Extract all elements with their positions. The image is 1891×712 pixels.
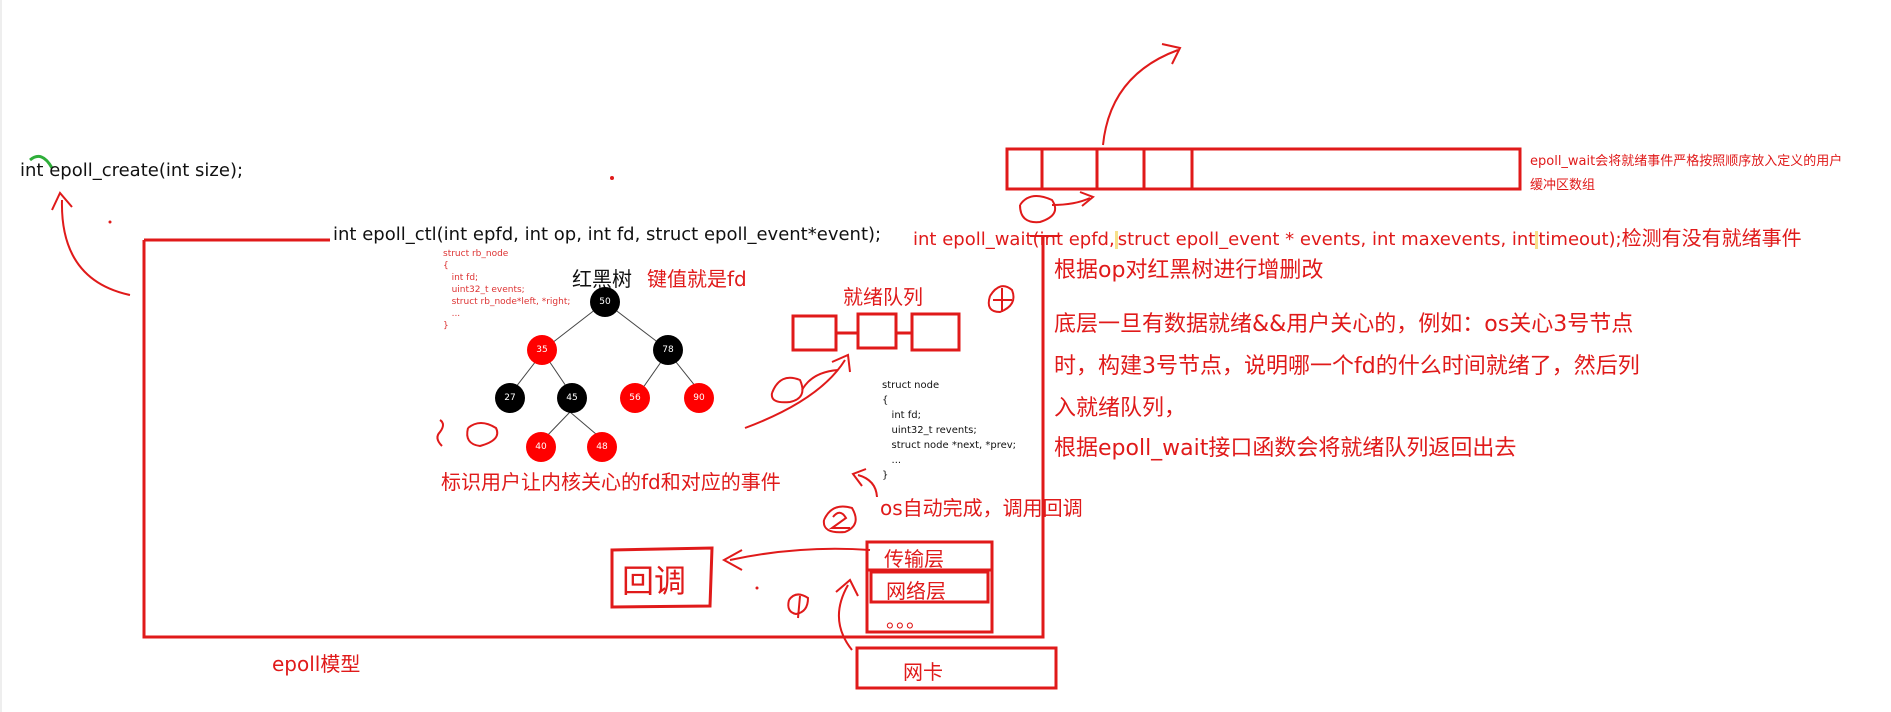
rbtree-node-black: 45 [557,383,587,413]
rbtree-node-red: 35 [527,335,557,365]
epoll-model-box [142,236,1045,639]
ready-note-line3: 入就绪队列， [1054,396,1187,421]
epoll-ctl-signature: int epoll_ctl(int epfd, int op, int fd, … [333,224,882,245]
epoll-wait-part2: struct epoll_event * events, int maxeven… [1117,229,1536,250]
circle-step-3 [770,376,804,404]
rbtree-node-red: 56 [620,383,650,413]
node-struct-line: { [882,395,889,406]
ready-queue-node [856,312,898,350]
rbnode-struct: struct rb_node { int fd; uint32_t events… [443,248,570,332]
nic-box [855,646,1058,690]
arrow-step5 [1051,197,1091,206]
digit-1 [797,595,801,619]
network-layer-box [869,570,990,604]
epoll-wait-part3: timeout); [1538,229,1622,250]
rbnode-struct-line: struct rb_node [443,249,509,259]
rbnode-struct-line: struct rb_node*left, *right; [443,297,571,307]
rbnode-struct-line: { [443,261,449,271]
rbtree-node-red: 48 [587,432,617,462]
protocol-stack-box [865,540,994,634]
arrow-os-up [857,474,878,498]
ink-dot [610,176,614,180]
epoll-wait-note: 检测有没有就绪事件 [1621,226,1802,250]
epoll-model-label: epoll模型 [272,652,361,676]
arrow-stack-to-callback [729,547,871,561]
network-layer-label: 网络层 [886,579,946,603]
ink-dot [755,586,759,590]
highlight-mark [1114,231,1118,249]
callback-box [610,546,714,609]
arrow-head-step5 [1079,191,1095,207]
circle-mark [466,422,499,448]
epoll-create-signature: int epoll_create(int size); [20,160,244,181]
highlight-mark [1535,231,1539,249]
plus-mark [993,288,1012,312]
arrow-model-to-create [60,199,131,296]
arrow-head-create [51,191,73,211]
green-tick-mark [29,154,54,169]
rbtree-node-red: 40 [526,432,556,462]
rbtree-key-note: 键值就是fd [647,267,747,291]
op-rbtree-note: 根据op对红黑树进行增删改 [1054,258,1324,283]
user-buffer-note-line1: epoll_wait会将就绪事件严格按照顺序放入定义的用户 [1530,154,1843,169]
transport-layer-label: 传输层 [884,547,944,571]
rbnode-struct-line: } [443,321,449,331]
circle-step-5 [1019,195,1056,224]
rbnode-struct-line: uint32_t events; [443,285,525,295]
user-buffer-note-line2: 缓冲区数组 [1530,178,1596,193]
epoll-wait-part1: int epoll_wait(int epfd, [913,229,1115,250]
ready-queue-node [791,314,838,352]
squiggle-mark [436,419,444,447]
ready-node-struct: struct node { int fd; uint32_t revents; … [882,378,1016,483]
node-struct-line: ... [882,455,902,466]
stack-ellipsis: 。。。 [886,608,926,632]
user-buffer-array [1005,147,1522,191]
circle-step-4 [987,285,1015,314]
node-struct-line: } [882,470,889,481]
ready-queue-node [910,312,961,352]
node-struct-line: uint32_t revents; [882,425,977,436]
rbtree-node-black: 78 [653,335,683,365]
nic-label: 网卡 [903,660,943,684]
callback-label: 回调 [622,562,687,600]
arrow-head-callback [721,549,743,571]
arrow-array-up [1102,49,1179,146]
rbtree-caption: 标识用户让内核关心的fd和对应的事件 [441,470,781,494]
digit-2 [828,511,850,529]
return-queue-note: 根据epoll_wait接口函数会将就绪队列返回出去 [1054,436,1517,461]
arrow-head-nic [835,578,859,597]
node-struct-line: struct node [882,380,940,391]
arrow-head-up [1161,43,1182,65]
circle-step-2 [822,505,857,534]
node-struct-line: int fd; [882,410,921,421]
ready-note-line1: 底层一旦有数据就绪&&用户关心的，例如：os关心3号节点 [1054,312,1634,337]
arrow-head-queue [831,353,851,373]
epoll-wait-signature: int epoll_wait(int epfd,struct epoll_eve… [913,222,1802,251]
circle-step-1 [787,593,810,616]
arrow-nic-up [837,584,853,651]
ink-dot [108,220,112,224]
rbtree-node-black: 50 [590,287,620,317]
node-struct-line: struct node *next, *prev; [882,440,1017,451]
rbtree-node-red: 90 [684,383,714,413]
arrow-head-os [851,468,867,487]
arrow-tree-to-queue [744,359,846,429]
os-callback-note: os自动完成，调用回调 [880,496,1083,520]
rbnode-struct-line: ... [443,309,461,319]
ready-queue-label: 就绪队列 [843,285,923,309]
ready-note-line2: 时，构建3号节点，说明哪一个fd的什么时间就绪了，然后列 [1054,354,1640,379]
rbnode-struct-line: int fd; [443,273,479,283]
rbtree-node-black: 27 [495,383,525,413]
arrow-step3 [801,369,839,391]
